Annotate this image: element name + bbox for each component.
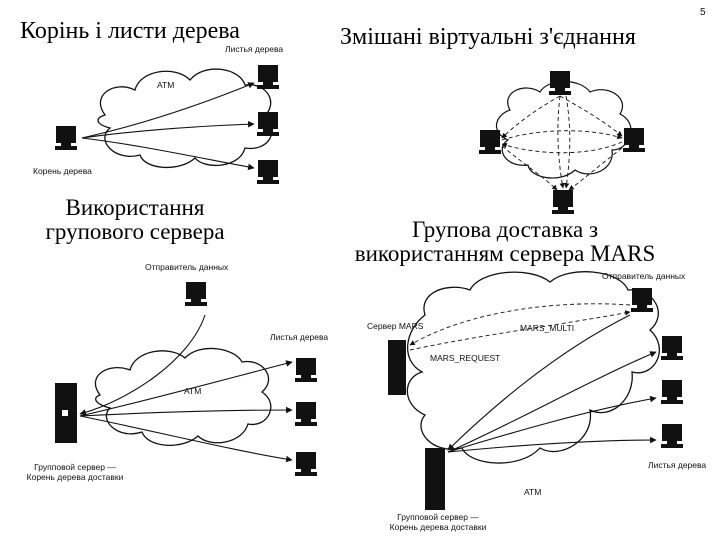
- root-computer-icon: [55, 126, 77, 150]
- slide-number: 5: [700, 7, 706, 18]
- group-server-label: Групповой сервер — Корень дерева доставк…: [5, 462, 145, 482]
- label-line: Групповой сервер —: [34, 462, 116, 472]
- root-label: Корень дерева: [33, 166, 92, 176]
- label-line: Корень дерева доставки: [389, 522, 487, 532]
- computer-icon: [479, 130, 501, 154]
- leaves-label: Листья дерева: [648, 460, 707, 470]
- computer-icon: [623, 128, 645, 152]
- sender-to-server-arrow: [79, 314, 206, 416]
- multicast-arrow: [81, 82, 255, 139]
- multicast-arrow: [81, 137, 255, 171]
- mars-server-label: Сервер MARS: [367, 321, 424, 331]
- server-to-leaf-arrow: [447, 351, 657, 453]
- leaf-computer-icon: [661, 336, 683, 360]
- multicast-arrow: [81, 120, 255, 139]
- group-server-label: Групповой сервер — Корень дерева доставк…: [368, 512, 508, 532]
- mars-multi-label: MARS_MULTI: [520, 323, 575, 333]
- mixed-cloud: [496, 81, 632, 179]
- virtual-connection: [557, 95, 565, 189]
- sender-to-server-arrow: [447, 314, 631, 451]
- top-right-diagram: [479, 71, 645, 214]
- leaf-computer-icon: [295, 402, 317, 426]
- virtual-connection: [501, 130, 623, 141]
- atm-label: ATM: [157, 80, 175, 90]
- server-to-leaf-arrow: [79, 406, 293, 417]
- sender-computer-icon: [631, 288, 653, 312]
- label-line: Корень дерева доставки: [26, 472, 124, 482]
- mars-request-arrow: [409, 303, 631, 346]
- heading-line: Групова доставка з: [411, 217, 599, 242]
- sender-computer-icon: [185, 282, 207, 306]
- top-right-title: Змішані віртуальні з'єднання: [340, 24, 636, 50]
- sender-label: Отправитель данных: [145, 262, 229, 272]
- bottom-left-diagram: [55, 282, 317, 476]
- leaf-computer-icon: [257, 65, 279, 89]
- label-line: Групповой сервер —: [397, 512, 479, 522]
- server-to-leaf-arrow: [79, 415, 293, 463]
- server-to-leaf-arrow: [447, 436, 657, 453]
- heading-line: використанням сервера MARS: [354, 241, 656, 266]
- top-left-diagram: [55, 65, 279, 184]
- mars-request-label: MARS_REQUEST: [430, 353, 501, 363]
- virtual-connection: [501, 145, 558, 191]
- leaf-computer-icon: [661, 424, 683, 448]
- bottom-right-heading: Групова доставка з використанням сервера…: [300, 218, 710, 266]
- computer-icon: [549, 71, 571, 95]
- server-to-leaf-arrow: [79, 360, 293, 417]
- mars-multi-arrow: [409, 310, 631, 351]
- virtual-connection: [568, 147, 623, 191]
- virtual-connection: [564, 95, 571, 189]
- leaves-label: Листья дерева: [270, 332, 329, 342]
- atm-cloud-top-left: [97, 68, 273, 169]
- leaf-computer-icon: [661, 380, 683, 404]
- leaves-label: Листья дерева: [225, 44, 284, 54]
- leaf-computer-icon: [257, 160, 279, 184]
- virtual-connection: [501, 141, 623, 154]
- computer-icon: [552, 190, 574, 214]
- leaf-computer-icon: [295, 452, 317, 476]
- heading-line: групового сервера: [45, 219, 225, 244]
- atm-cloud-bottom-left: [94, 347, 272, 447]
- bottom-left-heading: Використання групового сервера: [10, 196, 260, 244]
- top-left-title: Корінь і листи дерева: [20, 18, 240, 44]
- bottom-right-diagram: [388, 271, 683, 510]
- server-to-leaf-arrow: [447, 395, 657, 453]
- virtual-connection: [559, 95, 623, 137]
- sender-label: Отправитель данных: [602, 271, 686, 281]
- atm-label: ATM: [524, 487, 542, 497]
- heading-line: Використання: [65, 195, 205, 220]
- mars-server-icon: [388, 340, 406, 395]
- group-server-icon: [425, 448, 445, 510]
- atm-label: ATM: [184, 386, 202, 396]
- virtual-connection: [501, 95, 561, 139]
- leaf-computer-icon: [295, 358, 317, 382]
- leaf-computer-icon: [257, 112, 279, 136]
